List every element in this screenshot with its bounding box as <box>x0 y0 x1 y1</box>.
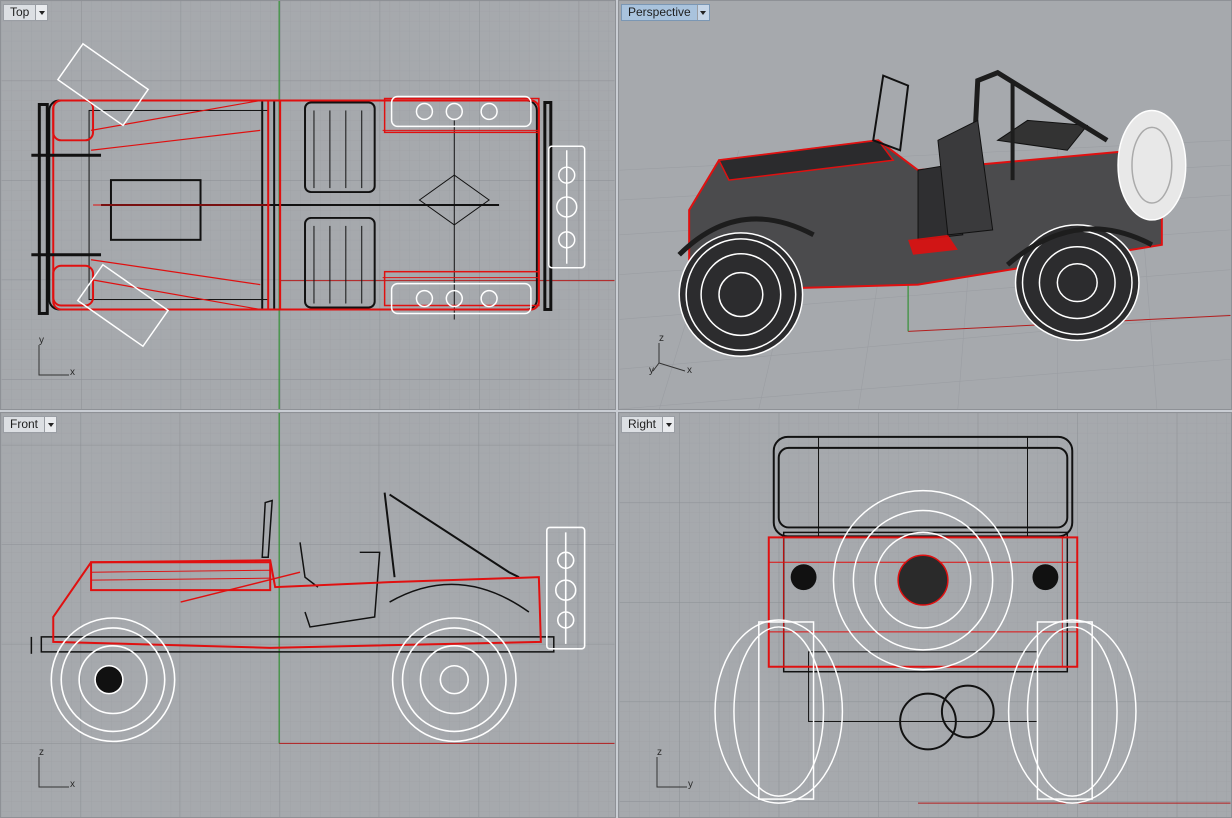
jeep-perspective-fenders <box>677 216 1154 267</box>
axis-gizmo-lines <box>656 757 687 788</box>
viewport-right[interactable]: Right z y <box>618 412 1232 818</box>
jeep-front-wheels <box>50 526 586 743</box>
axis-gizmo-front: z x <box>35 747 85 799</box>
axis-label-y: y <box>649 365 654 376</box>
viewport-top[interactable]: Top y x <box>0 0 616 410</box>
chevron-down-icon[interactable] <box>696 5 709 20</box>
chevron-down-icon[interactable] <box>44 417 57 432</box>
jeep-front-selection <box>52 559 542 649</box>
axis-label-z: z <box>657 747 662 758</box>
jeep-top-wheels <box>56 42 586 348</box>
viewport-perspective-tab[interactable]: Perspective <box>621 4 710 21</box>
axis-gizmo-lines <box>38 345 69 376</box>
viewport-perspective-title[interactable]: Perspective <box>628 5 691 19</box>
viewport-perspective-scene <box>619 1 1231 409</box>
jeep-front-wireframe <box>30 492 555 654</box>
jeep-top-bumpers <box>31 153 102 257</box>
axis-label-y: y <box>688 779 693 790</box>
viewport-front-tab[interactable]: Front <box>3 416 58 433</box>
jeep-top-selection <box>52 97 540 311</box>
viewport-perspective[interactable]: Perspective z y x <box>618 0 1232 410</box>
viewport-front-scene <box>1 413 615 817</box>
axis-gizmo-top: y x <box>35 335 85 387</box>
jeep-right-selection <box>767 536 1079 668</box>
axis-label-x: x <box>70 779 75 790</box>
viewport-top-tab[interactable]: Top <box>3 4 49 21</box>
viewport-right-tab[interactable]: Right <box>621 416 676 433</box>
viewport-right-title[interactable]: Right <box>628 417 657 431</box>
jeep-perspective-wheels <box>678 109 1187 358</box>
axis-label-x: x <box>687 365 692 376</box>
axis-gizmo-right: z y <box>653 747 703 799</box>
axis-label-z: z <box>659 333 664 344</box>
chevron-down-icon[interactable] <box>662 417 675 432</box>
viewport-front-title[interactable]: Front <box>10 417 39 431</box>
viewport-right-scene <box>619 413 1231 817</box>
viewport-front[interactable]: Front z x <box>0 412 616 818</box>
chevron-down-icon[interactable] <box>35 5 48 20</box>
jeep-right-wheels <box>714 489 1137 804</box>
viewport-top-scene <box>1 1 615 409</box>
axis-gizmo-lines <box>652 343 686 372</box>
viewport-top-title[interactable]: Top <box>10 5 30 19</box>
axis-gizmo-perspective: z y x <box>649 333 699 387</box>
axis-label-z: z <box>39 747 44 758</box>
jeep-top-wireframe <box>37 99 553 320</box>
axis-gizmo-lines <box>38 757 69 788</box>
axis-label-y: y <box>39 335 44 346</box>
axis-label-x: x <box>70 367 75 378</box>
